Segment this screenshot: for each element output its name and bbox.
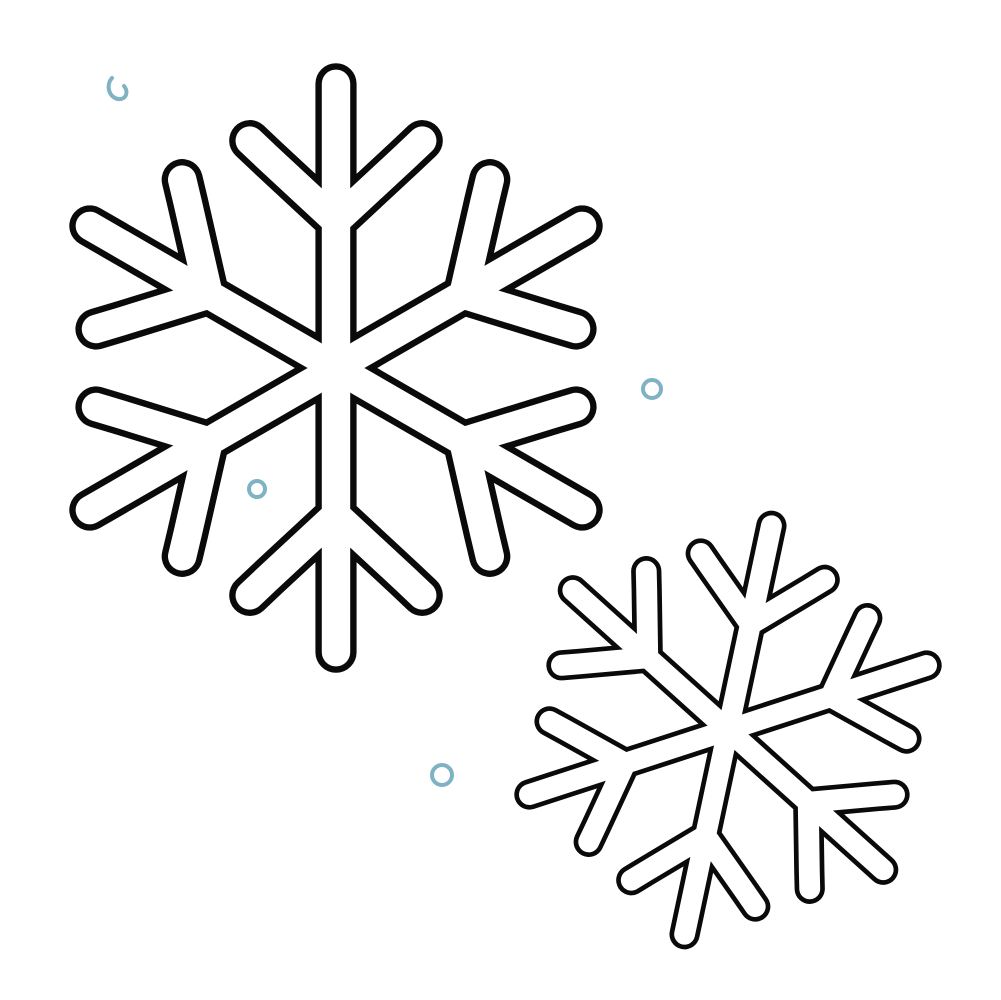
- snowflake-center: [715, 717, 741, 743]
- snow-dot-icon: [106, 76, 129, 102]
- snowflake-arm-fill: [321, 353, 597, 571]
- snow-dot-icon: [430, 763, 454, 787]
- snowflake-arm-fill: [717, 607, 938, 750]
- snow-dot-icon: [641, 378, 663, 400]
- snowflake-arm-fill: [620, 719, 766, 945]
- snowflake-arm-fill: [690, 515, 836, 741]
- snowflake-arm-fill: [75, 165, 351, 383]
- snowflake-arm-fill: [717, 719, 905, 900]
- snowflake-center: [318, 350, 354, 386]
- snowflake-arm-fill: [518, 710, 739, 853]
- snow-dot-icon: [247, 479, 267, 499]
- snowflake-arm-fill: [75, 353, 351, 571]
- snow-dots: [106, 76, 663, 787]
- small-snowflake-icon: [514, 510, 942, 950]
- snowflake-arm-fill: [235, 69, 437, 383]
- snowflake-arm-fill: [551, 560, 739, 741]
- snowflake-arm-fill: [321, 165, 597, 383]
- snowflake-arm-fill: [235, 353, 437, 667]
- large-snowflake-icon: [69, 63, 603, 673]
